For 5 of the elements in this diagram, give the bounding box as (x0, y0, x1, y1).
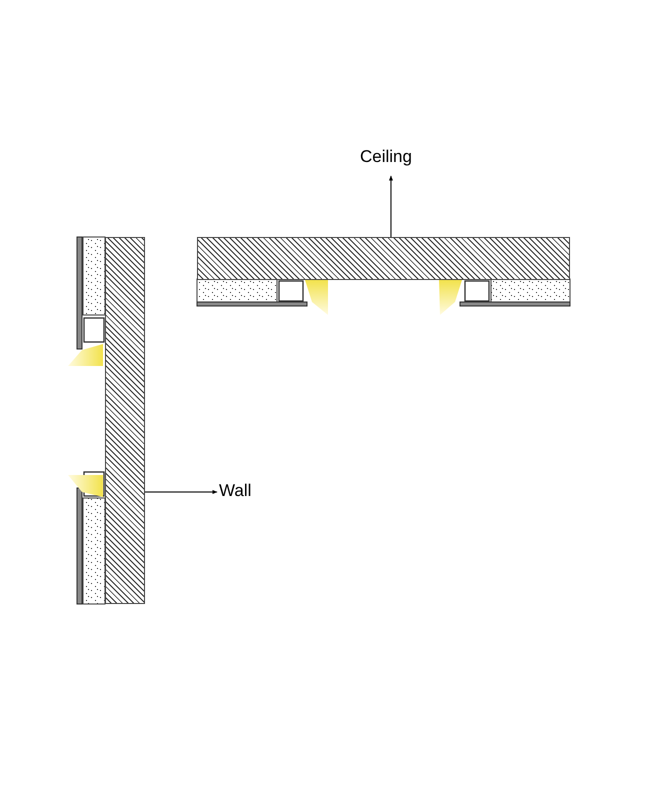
part-label: Ceiling (360, 148, 412, 166)
leader-line (144, 490, 218, 494)
part-label: Wall (219, 482, 252, 500)
leader-line (388, 176, 393, 238)
hatched-slab (105, 237, 145, 604)
